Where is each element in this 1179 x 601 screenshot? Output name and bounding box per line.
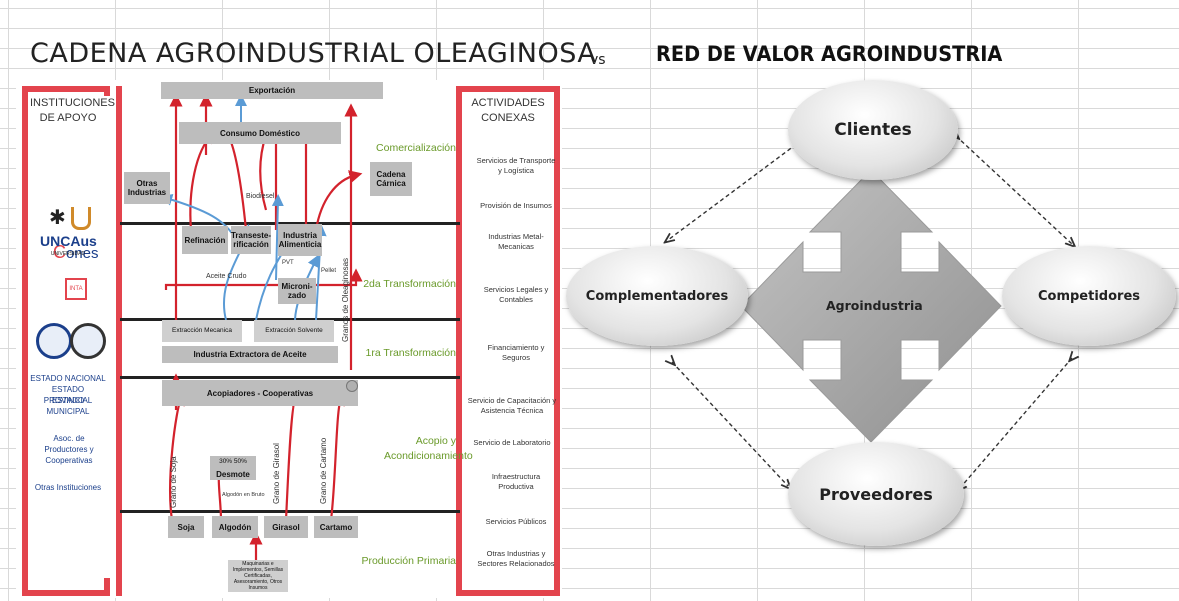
crop-girasol: Girasol: [264, 516, 308, 538]
box-consumo-domestico: Consumo Doméstico: [179, 122, 341, 144]
box-extraccion-solvente: Extracción Solvente: [254, 320, 334, 342]
vs-label: vs: [590, 52, 606, 68]
node-competidores-label: Competidores: [1037, 288, 1140, 304]
bracket-tip: [104, 86, 110, 96]
activity-item: Servicios Legales y Contables: [483, 285, 549, 304]
label-grano-soja: Grano de Soja: [169, 456, 178, 508]
stage-divider: [120, 222, 460, 225]
box-micronizado: Microni-zado: [278, 278, 316, 304]
box-desmote: Desmote: [210, 468, 256, 480]
stage-1ra-transformacion: 1ra Transformación: [365, 347, 456, 359]
gov-municipal: ESTADO MUNICIPAL: [46, 396, 90, 416]
grain-dot: [346, 380, 358, 392]
value-network-diagram: Clientes Complementadores Competidores P…: [560, 72, 1179, 600]
label-biodiesel: Biodiesel: [246, 193, 275, 200]
box-industria-alimenticia: Industria Alimenticia: [278, 224, 322, 256]
label-pvt: PVT: [282, 260, 294, 266]
label-pellet: Pellet: [321, 268, 336, 274]
box-exportacion: Exportación: [161, 82, 383, 99]
left-title: CADENA AGROINDUSTRIAL OLEAGINOSA: [30, 38, 597, 69]
stage-acopio: Acopio y Acondicionamiento: [384, 435, 473, 462]
other-institutions: Otras Instituciones: [34, 483, 102, 492]
box-refinacion: Refinación: [182, 226, 228, 254]
node-clientes: Clientes: [788, 80, 958, 180]
inta-logo: INTA: [65, 278, 87, 300]
activities-heading: ACTIVIDADES CONEXAS: [471, 97, 545, 124]
box-otras-industrias: Otras Industrias: [124, 172, 170, 204]
stage-divider: [120, 318, 460, 321]
box-extraccion-mecanica: Extracción Mecanica: [162, 320, 242, 342]
box-desmote-pct: 30% 50%: [210, 456, 256, 468]
producer-associations: Asoc. de Productores y Cooperativas: [44, 434, 94, 465]
activity-item: Financiamiento y Seguros: [487, 343, 545, 362]
crop-cartamo: Cartamo: [314, 516, 358, 538]
activity-item: Servicios Públicos: [485, 517, 547, 526]
box-industria-extractora: Industria Extractora de Aceite: [162, 346, 338, 363]
right-title: RED DE VALOR AGROINDUSTRIA: [656, 42, 1003, 66]
label-aceite-crudo: Aceite Crudo: [206, 273, 247, 280]
label-algodon-bruto: Algodón en Bruto: [222, 492, 265, 498]
center-label-agroindustria: Agroindustria: [826, 298, 923, 313]
activity-item: Servicio de Capacitación y Asistencia Té…: [467, 396, 557, 415]
node-clientes-label: Clientes: [834, 120, 912, 140]
label-granos-oleaginosas: Granos de Oleaginosas: [341, 258, 350, 342]
institutions-heading: INSTITUCIONES DE APOYO: [30, 97, 115, 124]
activity-item: Otras Industrias y Sectores Relacionados: [477, 549, 555, 568]
label-grano-cartamo: Grano de Cartamo: [319, 437, 328, 504]
uncaus-subtitle: UNIVERSIDAD: [50, 251, 86, 257]
node-competidores: Competidores: [1002, 246, 1176, 346]
crop-soja: Soja: [168, 516, 204, 538]
activity-item: Industrias Metal-Mecanicas: [488, 232, 544, 251]
arrow-labels: Aceite Crudo Biodiesel PVT Pellet Grano …: [169, 193, 350, 508]
gap: [110, 80, 116, 596]
box-insumos: Maquinarias e Implementos, Semillas Cert…: [228, 560, 288, 592]
activity-item: Infraestructura Productiva: [491, 472, 541, 491]
activity-item: Provisión de Insumos: [480, 201, 552, 210]
box-transesterificacion: Transeste-rificación: [231, 226, 271, 254]
node-complementadores: Complementadores: [566, 246, 748, 346]
bracket-tip: [104, 578, 110, 590]
right-bracket-fill: [462, 92, 548, 584]
ones-logo: Cones: [53, 242, 99, 262]
agroindustrial-chain-diagram: INSTITUCIONES DE APOYO Cones ✱ UNCAus UN…: [16, 80, 562, 598]
box-acopiadores: Acopiadores - Cooperativas: [162, 380, 358, 406]
gov-provincial: ESTADO PROVINCIAL: [43, 385, 93, 405]
sgl-seal-right: [70, 323, 106, 359]
stage-2da-transformacion: 2da Transformación: [363, 278, 456, 290]
stage-comercializacion: Comercialización: [376, 142, 456, 154]
node-proveedores-label: Proveedores: [819, 484, 933, 504]
left-bracket: [22, 86, 122, 596]
stage-produccion-primaria: Producción Primaria: [361, 555, 456, 567]
box-cadena-carnica: Cadena Cárnica: [370, 162, 412, 196]
university-crest: ✱: [49, 205, 91, 231]
node-complementadores-label: Complementadores: [585, 288, 729, 304]
uncaus-logo: UNCAus: [40, 233, 97, 249]
government-seal-left: [36, 323, 72, 359]
label-grano-girasol: Grano de Girasol: [272, 443, 281, 504]
stage-divider: [120, 376, 460, 379]
ones-logo-text: ones: [66, 245, 99, 262]
right-bracket: [456, 86, 560, 596]
node-proveedores: Proveedores: [788, 442, 964, 546]
gov-national: ESTADO NACIONAL: [30, 374, 106, 383]
stage-divider: [120, 510, 460, 513]
crop-algodon: Algodón: [212, 516, 258, 538]
activity-item: Servicios de Transporte y Logística: [476, 156, 556, 175]
activity-item: Servicio de Laboratorio: [473, 438, 551, 447]
